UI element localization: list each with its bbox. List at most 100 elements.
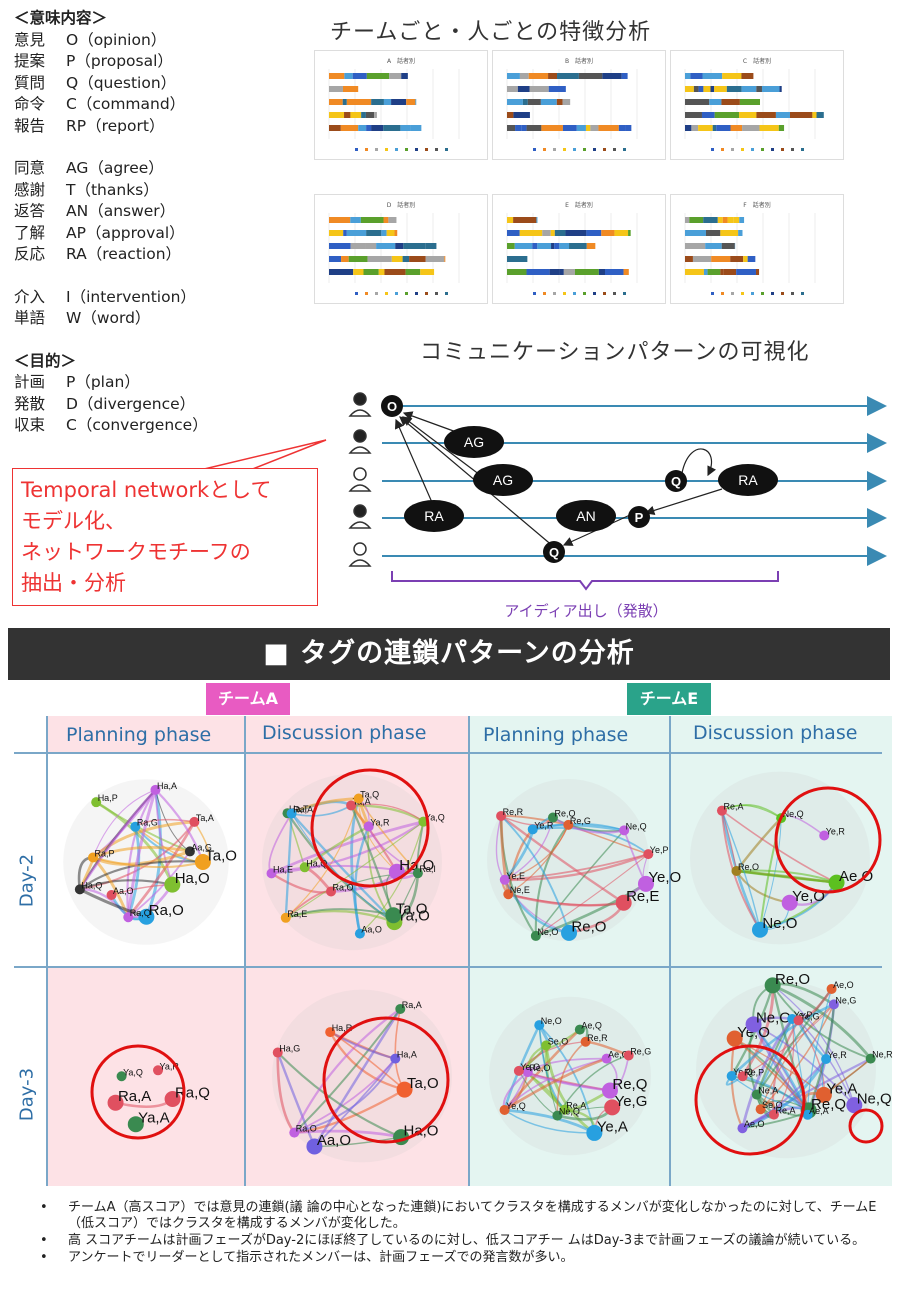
network-edge: [556, 1041, 587, 1116]
network-node-label: Re,A: [566, 1101, 586, 1111]
network-node-label: Re,O: [775, 971, 810, 988]
network-edge: [126, 826, 141, 918]
network-node-label: Aa,O: [113, 886, 134, 896]
person-icon-list: [348, 392, 372, 567]
callout-line: ネットワークモチーフの: [21, 540, 251, 564]
network-e_d_d2: Ae,OYe,ONe,ORe,ORe,ANe,QYe,R: [690, 771, 882, 945]
network-node-label: Ae,O: [833, 980, 854, 990]
network-node: [619, 825, 630, 836]
network-node-label: Ha,E: [273, 864, 293, 874]
network-node-label: Ra,G: [137, 818, 158, 828]
network-node: [299, 862, 310, 873]
legend-jp: 返答: [14, 202, 46, 220]
team-e-label: チームE: [627, 683, 711, 715]
network-edge: [504, 1109, 595, 1134]
network-node: [91, 797, 102, 808]
network-node: [363, 821, 374, 832]
network-node: [726, 1030, 743, 1047]
team-a-planning-day3-bg: [48, 968, 244, 1186]
network-node-label: Ye,R: [828, 1050, 848, 1060]
network-node: [87, 852, 98, 863]
header-bg: [48, 716, 244, 754]
network-edge: [499, 815, 510, 895]
network-node: [781, 894, 798, 911]
network-node: [768, 1109, 779, 1120]
network-node: [726, 1070, 737, 1081]
network-node-label: Ya,R: [370, 817, 390, 827]
comm-section-title: コミュニケーションパターンの可視化: [420, 340, 810, 365]
network-node-label: Ye,A: [597, 1118, 628, 1135]
network-node: [503, 889, 514, 900]
network-node: [755, 1104, 766, 1115]
network-edge: [735, 817, 783, 872]
network-node: [326, 886, 337, 897]
network-node-label: Ha,O: [175, 870, 210, 887]
network-edge: [527, 1057, 607, 1073]
network-node: [266, 868, 277, 879]
network-edge: [544, 1045, 596, 1135]
person-icon: [348, 504, 372, 529]
network-node: [547, 812, 558, 823]
network-node: [534, 1020, 545, 1031]
network-node-label: Ta,Q: [360, 789, 379, 799]
svg-text:P: P: [635, 510, 644, 525]
network-edge: [293, 1008, 402, 1134]
network-node: [815, 1086, 832, 1103]
network-node-label: Re,R: [503, 807, 524, 817]
network-node: [184, 846, 195, 857]
network-node-label: Ae,O: [744, 1119, 765, 1129]
network-edge: [552, 816, 625, 834]
network-node-label: Ra,O: [149, 902, 184, 919]
network-node: [604, 1099, 621, 1116]
network-node: [306, 1138, 323, 1155]
panel-title: C 話者別: [742, 58, 772, 65]
network-edge: [154, 789, 191, 852]
network-node: [716, 805, 727, 816]
network-node: [821, 1054, 832, 1065]
network-node-label: Ya,O: [397, 907, 430, 924]
legend-jp: 収束: [14, 416, 46, 434]
network-node-label: Ae,A: [809, 1106, 829, 1116]
network-edge: [290, 812, 396, 923]
network-node: [513, 1065, 524, 1076]
network-node: [106, 890, 117, 901]
finding-item: チームA（高スコア）では意見の連鎖(議 論の中心となった連鎖)においてクラスタを…: [40, 1200, 880, 1232]
network-node: [396, 1081, 413, 1098]
network-edge: [736, 869, 837, 884]
network-edge: [284, 813, 293, 918]
network-node-label: Re,E: [626, 888, 659, 905]
network-node-label: Re,P: [744, 1067, 764, 1077]
callout-pointer: [199, 439, 327, 471]
network-edge: [145, 789, 162, 918]
network-edge: [534, 824, 570, 936]
svg-text:O: O: [387, 399, 397, 414]
network-edge: [271, 820, 425, 875]
network-edge: [79, 879, 173, 891]
highlight-circle: [694, 1044, 806, 1156]
finding-item: 高 スコアチームは計画フェーズがDay-2にほぼ終了しているのに対し、低スコアチ…: [40, 1233, 880, 1249]
network-node-label: Ne,Q: [857, 1091, 892, 1108]
network-node-label: Ra,Q: [130, 908, 151, 918]
node-q-2: Q: [543, 541, 565, 563]
legend-code: W（word）: [66, 309, 151, 327]
highlight-circle: [774, 786, 882, 894]
network-edge: [293, 1008, 401, 1134]
node-ra-2: RA: [718, 464, 778, 496]
legend-code: O（opinion）: [66, 30, 167, 49]
network-node-label: Ye,E: [506, 871, 525, 881]
svg-text:RA: RA: [424, 508, 444, 524]
network-edge: [92, 846, 191, 859]
network-node: [107, 1094, 124, 1111]
network-node: [189, 816, 200, 827]
network-node: [412, 868, 423, 879]
network-node-label: Re,A: [723, 802, 743, 812]
network-edge: [329, 1031, 406, 1091]
network-node: [123, 912, 134, 923]
callout-line: 抽出・分析: [21, 571, 126, 595]
